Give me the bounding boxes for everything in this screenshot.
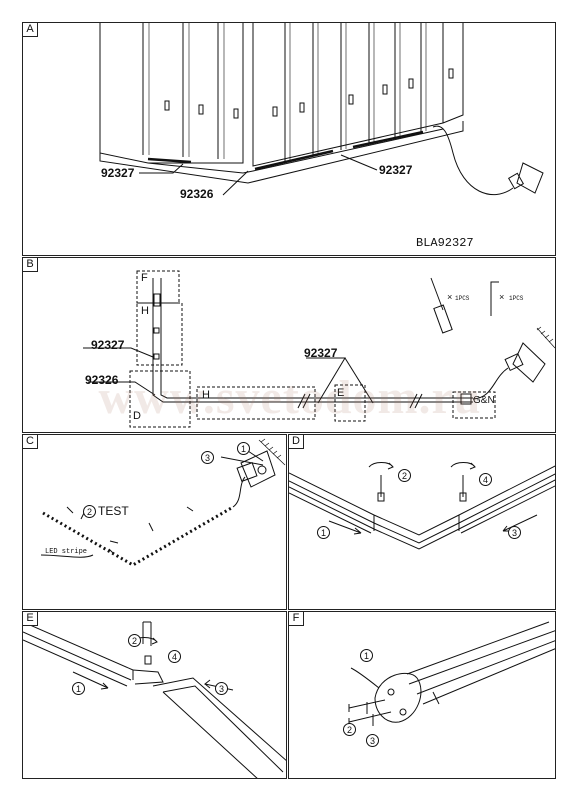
corner-connector-illustration (289, 462, 555, 550)
step-3-badge: 3 (201, 451, 214, 464)
times-symbol: × (447, 293, 453, 303)
step-2-badge: 2 (128, 634, 141, 647)
panel-f-tag: F (289, 612, 304, 626)
panel-b: B (22, 257, 556, 433)
step-1-badge: 1 (360, 649, 373, 662)
label-92327-mid: 92327 (304, 346, 338, 360)
panel-b-tag: B (23, 258, 38, 272)
label-92327-left: 92327 (91, 338, 125, 352)
panel-d-tag: D (289, 435, 304, 449)
step-4-badge: 4 (168, 650, 181, 663)
straight-connector-illustration (23, 621, 286, 778)
label-92327-right: 92327 (379, 163, 413, 177)
panel-e: E 1 2 3 4 (22, 611, 287, 779)
step-1-badge: 1 (317, 526, 330, 539)
panel-c-tag: C (23, 435, 38, 449)
label-e: E (337, 387, 345, 399)
label-92326: 92326 (180, 187, 214, 201)
label-f: F (141, 272, 148, 284)
step-1-badge: 1 (237, 442, 250, 455)
panel-a: A (22, 22, 556, 256)
label-gn: G&N (473, 395, 495, 406)
panel-c: C 2 TEST 1 3 LED stripe (22, 434, 287, 610)
label-92326: 92326 (85, 373, 119, 387)
label-h-mid: H (202, 389, 210, 401)
label-h-top: H (141, 305, 149, 317)
qty-hex-key: 1PCS (509, 295, 524, 302)
panel-e-tag: E (23, 612, 38, 626)
step-3-badge: 3 (215, 682, 228, 695)
panel-a-tag: A (23, 23, 38, 37)
model-number: BLA92327 (416, 236, 474, 250)
led-stripe-label: LED stripe (45, 548, 88, 556)
wardrobe-illustration (99, 23, 544, 196)
step-3-badge: 3 (508, 526, 521, 539)
panel-f: F 1 2 3 (288, 611, 556, 779)
qty-screwdriver: 1PCS (455, 295, 470, 302)
test-label: TEST (98, 504, 129, 518)
panel-d: D 1 2 3 4 (288, 434, 556, 610)
step-1-badge: 1 (72, 682, 85, 695)
step-2-badge: 2 (398, 469, 411, 482)
end-cap-illustration (348, 621, 555, 726)
step-2-badge: 2 (83, 505, 96, 518)
times-symbol: × (499, 293, 505, 303)
step-3-badge: 3 (366, 734, 379, 747)
step-4-badge: 4 (479, 473, 492, 486)
layout-diagram (83, 270, 555, 428)
led-stripe-test-illustration (40, 438, 286, 567)
step-2-badge: 2 (343, 723, 356, 736)
label-d: D (133, 410, 141, 422)
label-92327-left: 92327 (101, 166, 135, 180)
